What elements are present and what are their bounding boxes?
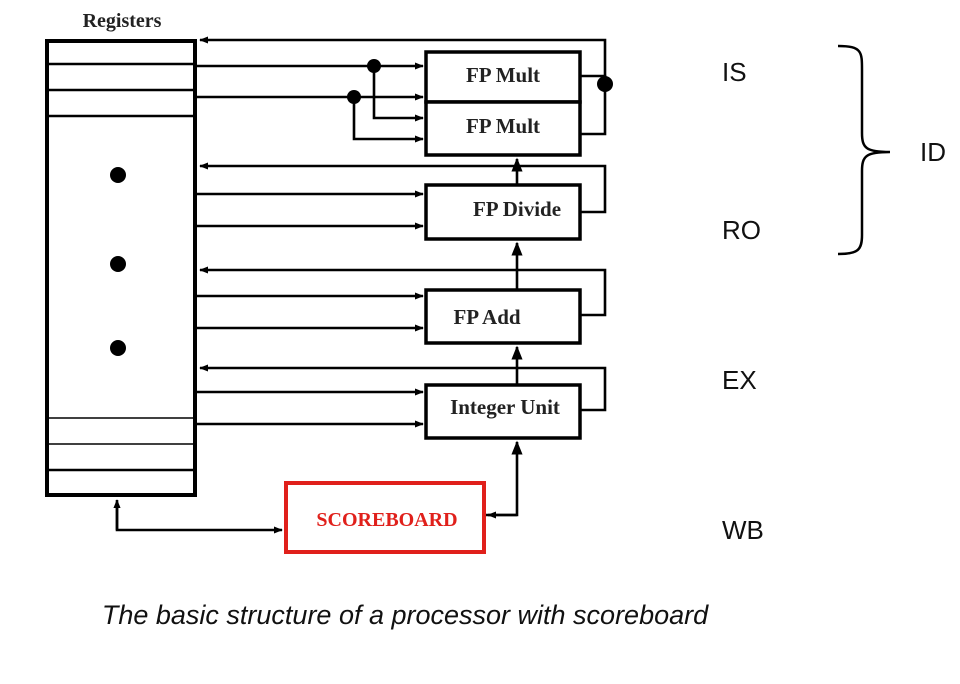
stage-wb-label: WB [722, 515, 764, 545]
fp-add-unit: FP Add [424, 288, 582, 345]
fp-mult-2-label: FP Mult [466, 114, 540, 138]
ellipsis-dot-3 [110, 340, 126, 356]
fp-add-wires [195, 241, 607, 332]
scoreboard-label: SCOREBOARD [316, 509, 457, 531]
integer-unit-label: Integer Unit [450, 395, 560, 419]
integer-unit: Integer Unit [424, 383, 582, 440]
fp-add-label: FP Add [453, 305, 520, 329]
stage-is-label: IS [722, 57, 747, 87]
scoreboard-wires [113, 440, 523, 534]
fp-divide-label: FP Divide [473, 197, 561, 221]
stage-id-label: ID [920, 137, 946, 167]
scoreboard-box: SCOREBOARD [284, 481, 486, 554]
id-brace [837, 44, 891, 256]
registers-title: Registers [83, 10, 162, 32]
fp-mult-2-unit: FP Mult [424, 100, 582, 157]
stage-ex-label: EX [722, 365, 757, 395]
fp-divide-wires [195, 157, 607, 230]
ellipsis-dot-1 [110, 167, 126, 183]
fp-divide-unit: FP Divide [424, 183, 582, 241]
fp-mult-1-label: FP Mult [466, 63, 540, 87]
fp-mult-1-unit: FP Mult [424, 50, 582, 104]
fp-mult-result-wires [199, 36, 613, 136]
stage-ro-label: RO [722, 215, 761, 245]
diagram-caption: The basic structure of a processor with … [101, 600, 709, 630]
ellipsis-dot-2 [110, 256, 126, 272]
fp-mult-input-wires [195, 59, 424, 143]
integer-unit-wires [195, 345, 607, 428]
